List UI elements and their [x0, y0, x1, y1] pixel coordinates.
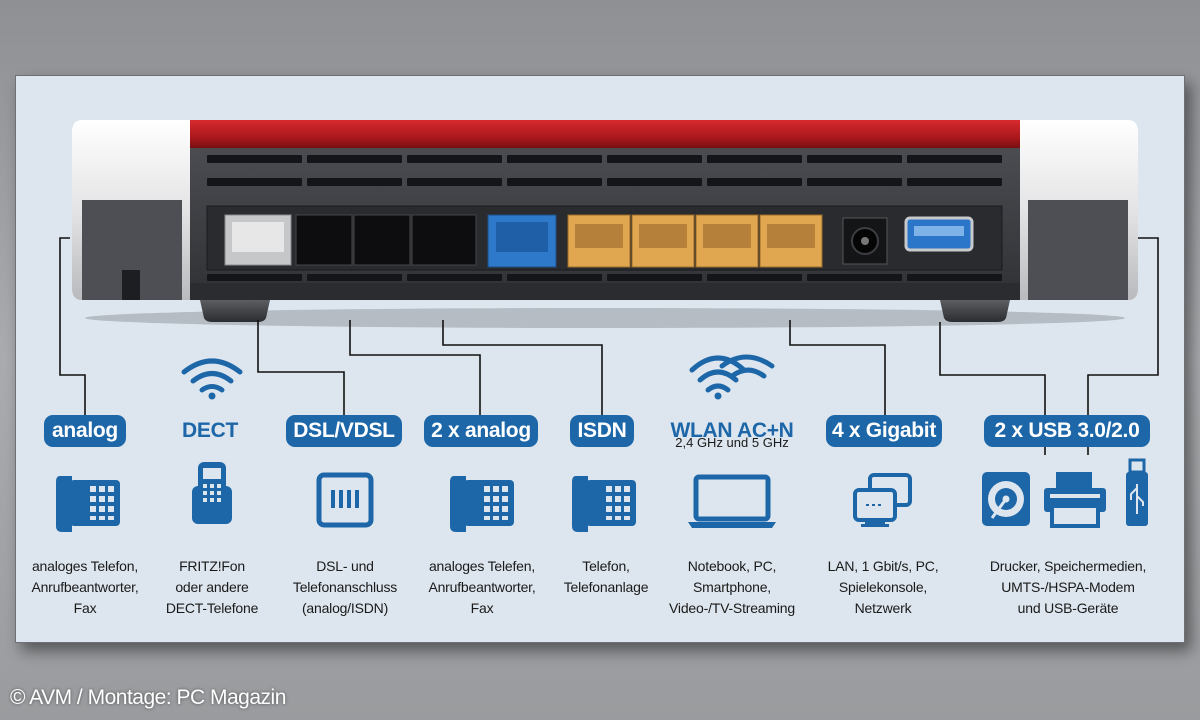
label-gigabit: 4 x Gigabit [826, 415, 942, 447]
desk-phone-icon-2 [450, 476, 514, 532]
label-analog: analog [44, 415, 126, 447]
wlan-subtitle: 2,4 GHz und 5 GHz [675, 435, 789, 450]
label-dsl: DSL/VDSL [286, 415, 402, 447]
wifi-icon [181, 358, 243, 400]
label-usb: 2 x USB 3.0/2.0 [984, 415, 1150, 447]
router-foot-right [940, 300, 1010, 322]
wifi-dual-icon [689, 354, 775, 400]
hard-disk-icon [982, 472, 1030, 526]
wall-socket-icon [316, 472, 374, 528]
cordless-phone-icon [192, 462, 232, 524]
desk-phone-icon [56, 476, 120, 532]
usb-stick-icon [1126, 458, 1148, 526]
router-foot-left [200, 300, 270, 322]
desc-isdn: Telefon,Telefonanlage [563, 558, 649, 595]
printer-icon [1044, 472, 1106, 528]
desc-usb: Drucker, Speichermedien,UMTS-/HSPA-Modem… [989, 558, 1147, 616]
label-dect: DECT [182, 419, 238, 442]
fon-port-2 [353, 214, 411, 266]
router-top-red [130, 120, 1085, 150]
laptop-icon [688, 474, 776, 528]
desc-wlan: Notebook, PC,Smartphone,Video-/TV-Stream… [669, 558, 795, 616]
label-wlan: WLAN AC+N [670, 419, 794, 442]
desc-analog: analoges Telefon,Anrufbeantworter,Fax [31, 558, 139, 616]
fon-port-s0 [411, 214, 477, 266]
usb-devices-icon [982, 458, 1148, 528]
router-vents [207, 155, 1002, 281]
fon-port-1 [295, 214, 353, 266]
network-icon [853, 473, 912, 527]
label-2x-analog: 2 x analog [424, 415, 538, 447]
desc-gigabit: LAN, 1 Gbit/s, PC,Spielekonsole,Netzwerk [827, 558, 939, 616]
desk-phone-icon-3 [572, 476, 636, 532]
desc-2x-analog: analoges Telefen,Anrufbeantworter,Fax [428, 558, 536, 616]
copyright-credit: © AVM / Montage: PC Magazin [10, 686, 286, 709]
label-isdn: ISDN [570, 415, 634, 447]
